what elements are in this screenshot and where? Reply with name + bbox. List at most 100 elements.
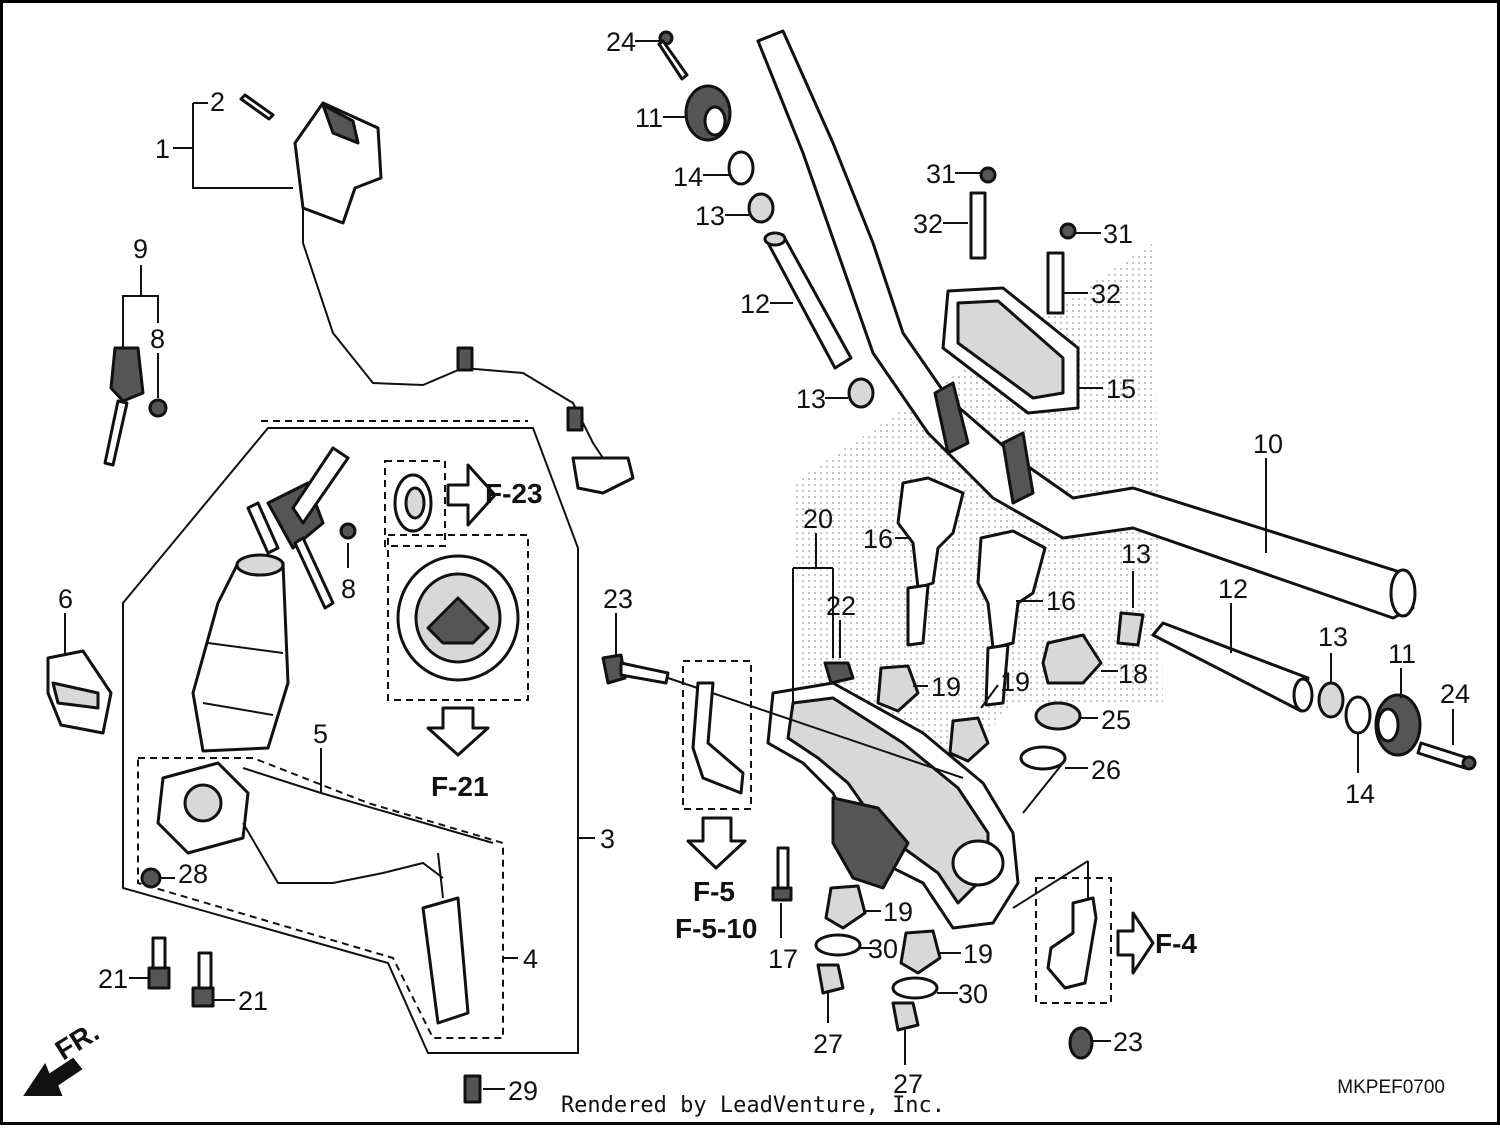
callout-25: 25 [1101, 705, 1131, 735]
callout-11b: 11 [1388, 639, 1416, 669]
cap-31a [979, 166, 997, 184]
key-9 [103, 346, 145, 467]
bracket-1 [192, 103, 293, 189]
footer-credit: Rendered by LeadVenture, Inc. [560, 1093, 946, 1118]
callout-19b: 19 [1000, 667, 1030, 697]
callout-13a: 13 [695, 201, 725, 231]
arrow-f5 [686, 816, 747, 870]
ref-f21[interactable]: F-21 [431, 771, 489, 802]
collar-14b [1344, 695, 1372, 735]
callout-21b: 21 [238, 986, 268, 1016]
clip-29 [463, 1074, 482, 1104]
box-f21 [387, 534, 529, 701]
callout-2: 2 [210, 87, 225, 117]
callout-8b: 8 [341, 574, 356, 604]
bracket-20 [792, 568, 834, 703]
seat-lock-5 [156, 761, 470, 1025]
nut-18 [1041, 633, 1103, 685]
ignition-group-outline [122, 427, 579, 1054]
callout-16b: 16 [1046, 586, 1076, 616]
callout-14b: 14 [1345, 779, 1375, 809]
holder-16b [976, 529, 1047, 707]
callout-32b: 32 [1091, 279, 1121, 309]
bolt-23b [1068, 1026, 1094, 1060]
callout-30a: 30 [868, 934, 898, 964]
axis-line-b [1022, 762, 1064, 814]
bolt-24a [657, 30, 689, 81]
ref-f23[interactable]: F-23 [485, 478, 543, 509]
lock-set-outline [137, 757, 504, 1039]
washer-30a [814, 933, 862, 957]
collar-13c [1116, 611, 1145, 647]
washer-13b [847, 377, 875, 409]
callout-21a: 21 [98, 964, 128, 994]
fuel-cap-icon [396, 554, 520, 682]
bolt-23a [601, 653, 670, 685]
washer-13d [1317, 681, 1345, 719]
ref-f5[interactable]: F-5 [693, 876, 735, 907]
callout-31a: 31 [926, 159, 956, 189]
inner-weight-12a [763, 231, 853, 370]
washer-30b [891, 976, 939, 1000]
screw-21a [147, 936, 171, 990]
callout-27a: 27 [813, 1029, 843, 1059]
screw-2 [239, 93, 275, 121]
box-f23 [384, 460, 446, 547]
callout-19d: 19 [963, 939, 993, 969]
callout-8a: 8 [150, 324, 165, 354]
callout-23a: 23 [603, 584, 633, 614]
callout-12a: 12 [740, 289, 770, 319]
ref-f4[interactable]: F-4 [1155, 928, 1197, 959]
callout-13b: 13 [796, 384, 826, 414]
callout-28: 28 [178, 859, 208, 889]
screw-28 [140, 867, 162, 889]
washer-13a [747, 192, 775, 224]
cushion-19c [824, 884, 867, 930]
callout-24b: 24 [1440, 679, 1470, 709]
nut-27b [891, 1001, 920, 1032]
bracket-6 [46, 649, 113, 735]
callout-13d: 13 [1318, 622, 1348, 652]
callout-3: 3 [600, 824, 615, 854]
callout-30b: 30 [958, 979, 988, 1009]
washer-26 [1019, 745, 1067, 771]
callout-10: 10 [1253, 429, 1283, 459]
arrow-f21 [426, 706, 490, 757]
washer-8b [339, 522, 357, 540]
line-5-diag [242, 767, 494, 844]
bar-end-weight-right [1374, 693, 1422, 757]
callout-27b: 27 [893, 1069, 923, 1099]
callout-12b: 12 [1218, 574, 1248, 604]
diagram-code: MKPEF0700 [1337, 1077, 1445, 1098]
cushion-19d [899, 929, 942, 975]
callout-19a: 19 [931, 672, 961, 702]
cap-31b [1059, 222, 1077, 240]
bolt-24b [1416, 741, 1477, 771]
line-f4 [1012, 860, 1089, 909]
holder-16a [896, 476, 965, 647]
clamp-icon [691, 681, 745, 795]
callout-32a: 32 [913, 209, 943, 239]
gasket-icon [393, 473, 433, 533]
bolt-32a [969, 191, 987, 260]
nut-27a [816, 963, 845, 995]
cushion-19a [876, 664, 920, 713]
cushion-19b [948, 716, 990, 763]
screw-21b [191, 951, 215, 1008]
callout-29: 29 [508, 1076, 538, 1106]
ignition-cylinder [191, 446, 350, 753]
front-direction-label: FR. [50, 1016, 105, 1066]
callout-5: 5 [313, 719, 328, 749]
ref-f5-10[interactable]: F-5-10 [675, 913, 757, 944]
callout-31b: 31 [1103, 219, 1133, 249]
stay-icon [1046, 896, 1098, 990]
inner-weight-12b [1151, 621, 1314, 713]
callout-4: 4 [523, 944, 538, 974]
ignition-switch-connector [293, 101, 635, 495]
box-f4 [1035, 877, 1112, 1004]
callout-17: 17 [768, 944, 798, 974]
callout-20: 20 [803, 504, 833, 534]
front-direction-arrow-icon [23, 1057, 83, 1096]
callout-24a: 24 [606, 27, 636, 57]
